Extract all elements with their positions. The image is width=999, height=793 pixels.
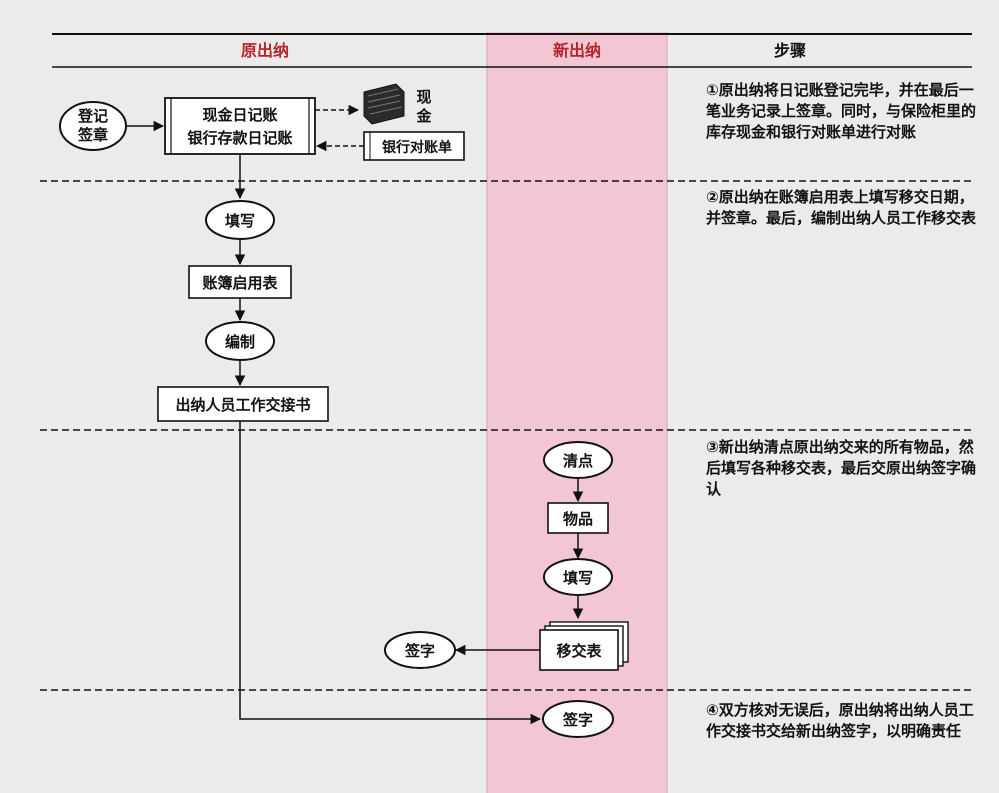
- node-compile: 编制: [205, 321, 275, 361]
- step-3-text: ③新出纳清点原出纳交来的所有物品，然后填写各种移交表，最后交原出纳签字确认: [706, 438, 977, 498]
- node-handover-letter: 出纳人员工作交接书: [157, 386, 329, 422]
- step-4-text: ④双方核对无误后，原出纳将出纳人员工作交接书交给新出纳签字，以明确责任: [706, 701, 974, 740]
- items-label: 物品: [563, 510, 593, 528]
- column-header-new: 新出纳: [553, 41, 601, 60]
- handover-letter-label: 出纳人员工作交接书: [175, 396, 310, 414]
- register-sign-line2: 签章: [77, 126, 108, 144]
- node-ledger-start-table: 账簿启用表: [188, 265, 292, 299]
- compile-label: 编制: [225, 333, 255, 351]
- bank-statement-label: 银行对账单: [382, 139, 452, 156]
- node-bank-statement: 银行对账单: [363, 131, 465, 161]
- step-2-text: ②原出纳在账簿启用表上填写移交日期，并签章。最后，编制出纳人员工作移交表: [706, 188, 977, 227]
- step-1-text: ①原出纳将日记账登记完毕，并在最后一笔业务记录上签章。同时，与保险柜里的库存现金…: [706, 81, 977, 141]
- node-journals: 现金日记账 银行存款日记账: [164, 97, 316, 155]
- node-transfer-tables: 移交表: [539, 621, 629, 671]
- sign-1-label: 签字: [404, 642, 435, 660]
- node-count: 清点: [543, 441, 613, 479]
- fill-1-label: 填写: [225, 212, 255, 230]
- cash-label-line1: 现: [416, 88, 431, 106]
- transfer-table-label: 移交表: [556, 642, 602, 660]
- node-register-sign: 登记 签章: [59, 101, 127, 151]
- node-sign-1: 签字: [384, 631, 456, 669]
- journal-bank: 银行存款日记账: [187, 129, 292, 147]
- ledger-start-table-label: 账簿启用表: [202, 274, 278, 292]
- node-fill-2: 填写: [543, 558, 613, 596]
- register-sign-line1: 登记: [77, 107, 108, 125]
- node-items: 物品: [547, 502, 609, 534]
- cash-icon: [363, 83, 405, 125]
- new-cashier-column-band: [487, 32, 667, 793]
- node-fill-1: 填写: [205, 200, 275, 240]
- sign-2-label: 签字: [562, 711, 593, 729]
- arrow-letter-to-final-sign: [239, 421, 542, 725]
- fill-2-label: 填写: [563, 569, 593, 587]
- node-sign-2: 签字: [542, 700, 614, 738]
- column-header-steps: 步骤: [774, 41, 806, 60]
- journal-cash: 现金日记账: [202, 106, 277, 124]
- cash-label-line2: 金: [415, 107, 432, 125]
- column-header-old: 原出纳: [241, 41, 289, 60]
- count-label: 清点: [563, 452, 593, 470]
